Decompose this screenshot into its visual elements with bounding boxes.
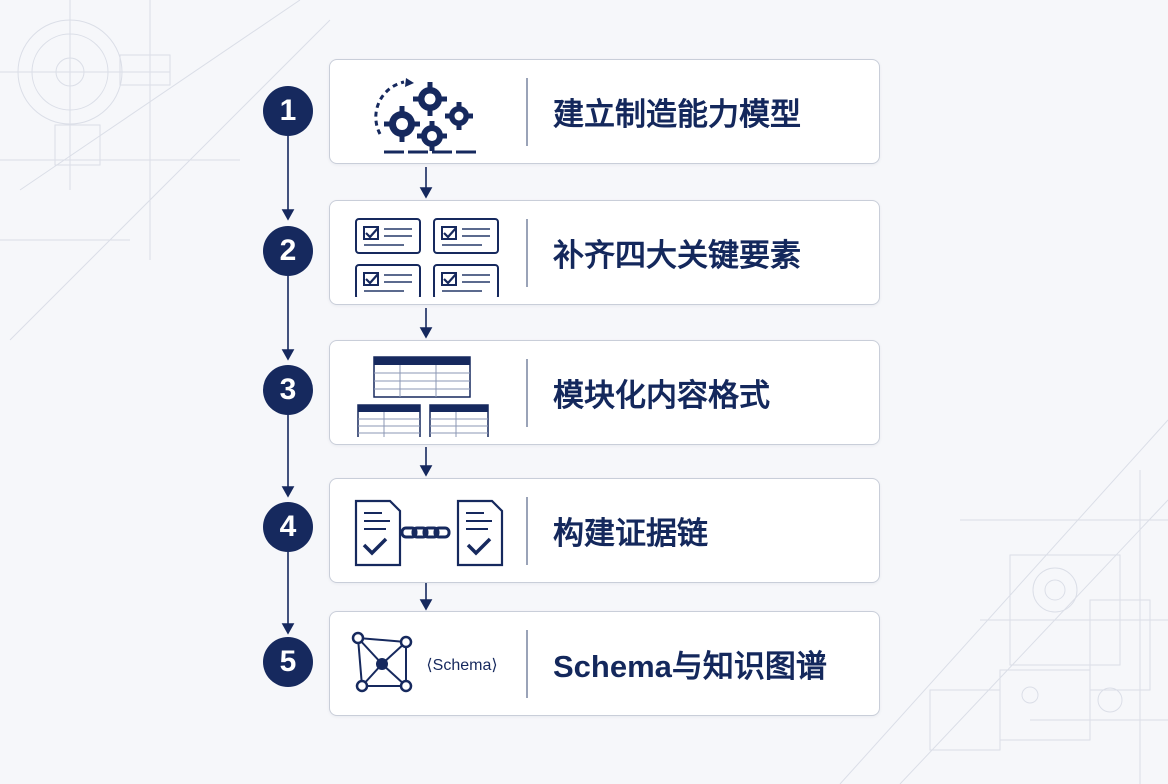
- card-divider: [526, 630, 528, 698]
- step-2-title: 补齐四大关键要素: [553, 238, 801, 273]
- schema-tag-label: ⟨Schema⟩: [426, 657, 497, 674]
- step-4-badge: 4: [263, 502, 313, 552]
- linked-documents-icon: [354, 499, 504, 567]
- step-5-title: Schema与知识图谱: [553, 649, 827, 684]
- gears-cycle-icon: [374, 78, 479, 154]
- step-4-title: 构建证据链: [553, 516, 708, 551]
- step-5-badge: 5: [263, 637, 313, 687]
- step-2-badge: 2: [263, 226, 313, 276]
- knowledge-graph-icon: ⟨Schema⟩: [351, 631, 498, 693]
- card-divider: [526, 497, 528, 565]
- step-1-card: 建立制造能力模型: [329, 59, 880, 164]
- step-5-card: ⟨Schema⟩ Schema与知识图谱: [329, 611, 880, 716]
- step-2-card: 补齐四大关键要素: [329, 200, 880, 305]
- card-divider: [526, 78, 528, 146]
- step-1-title: 建立制造能力模型: [553, 97, 801, 132]
- step-3-title: 模块化内容格式: [553, 378, 770, 413]
- card-divider: [526, 219, 528, 287]
- card-divider: [526, 359, 528, 427]
- step-1-badge: 1: [263, 86, 313, 136]
- checklist-cards-icon: [355, 218, 499, 297]
- step-3-badge: 3: [263, 365, 313, 415]
- step-4-card: 构建证据链: [329, 478, 880, 583]
- step-3-card: 模块化内容格式: [329, 340, 880, 445]
- modular-tables-icon: [357, 356, 489, 437]
